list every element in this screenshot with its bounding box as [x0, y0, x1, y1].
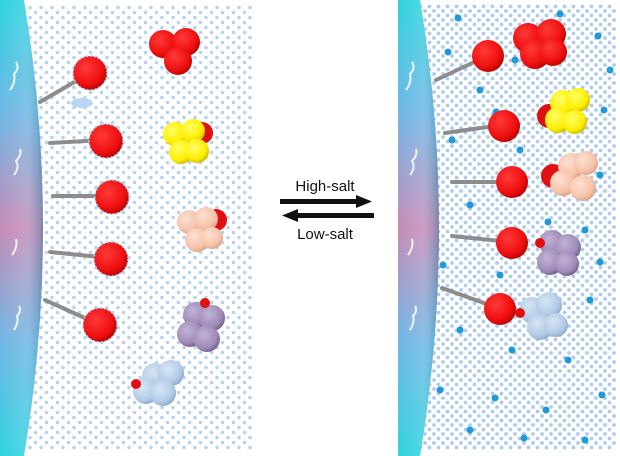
protein-cluster-icon — [513, 19, 567, 69]
protein-cluster-icon — [177, 207, 227, 252]
protein-cluster-icon — [541, 151, 598, 201]
ligand-sphere-icon — [484, 293, 516, 325]
left-surface — [0, 0, 43, 456]
right-solution — [410, 4, 616, 450]
protein-cluster-icon — [537, 88, 590, 134]
left-proteins — [131, 28, 227, 406]
surface-highlight-icon — [9, 61, 22, 331]
right-surface — [398, 0, 439, 456]
protein-cluster-icon — [163, 119, 213, 164]
left-panel — [0, 0, 254, 456]
low-salt-label: Low-salt — [297, 226, 353, 243]
ligand-sphere-icon — [488, 110, 520, 142]
surface-highlight-icon — [405, 61, 418, 331]
left-ligands — [71, 55, 130, 343]
ligand-sphere-icon — [496, 166, 528, 198]
ligand-sphere-icon — [472, 40, 504, 72]
protein-cluster-icon — [131, 360, 184, 406]
bubble-icon — [71, 98, 93, 108]
ligand-sphere-icon — [496, 227, 528, 259]
ligand-sphere-icon — [72, 55, 108, 91]
ligand-sphere-icon — [88, 123, 124, 159]
ligand-sphere-icon — [94, 179, 130, 215]
right-panel — [398, 0, 616, 456]
arrow-right-icon — [280, 195, 372, 208]
right-ligands — [472, 40, 528, 325]
right-salt-ions — [436, 10, 614, 444]
protein-cluster-icon — [535, 230, 581, 276]
high-salt-label: High-salt — [295, 178, 355, 195]
protein-cluster-icon — [149, 28, 200, 75]
salt-ion-icon — [454, 14, 462, 22]
arrow-left-icon — [282, 209, 374, 222]
equilibrium-arrows — [280, 195, 374, 222]
protein-cluster-icon — [177, 298, 225, 352]
ligand-sphere-icon — [82, 307, 118, 343]
right-proteins — [513, 19, 598, 340]
protein-cluster-icon — [515, 292, 568, 340]
ligand-sphere-icon — [93, 241, 129, 277]
